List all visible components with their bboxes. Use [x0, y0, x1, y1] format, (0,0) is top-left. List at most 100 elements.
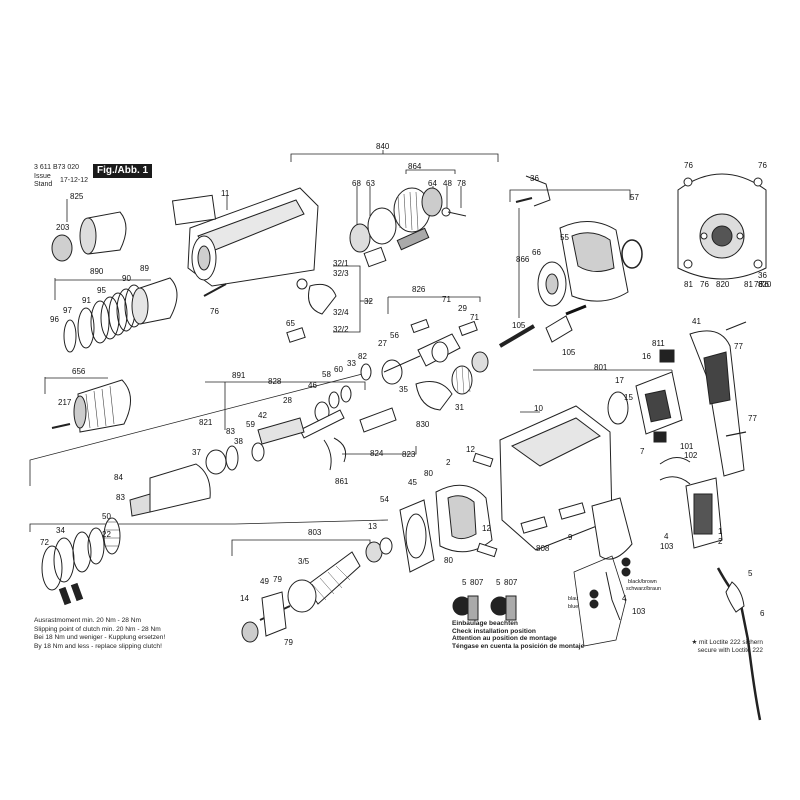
install-note-fr: Attention au position de montage — [452, 635, 557, 643]
part-number: 89 — [140, 264, 149, 273]
part-number: 33 — [347, 359, 356, 368]
issue-date: 17-12-12 — [60, 177, 89, 184]
part-number: 56 — [390, 331, 399, 340]
part-number: 7 — [640, 447, 645, 456]
part-number: 55 — [560, 233, 569, 242]
clutch-note-en: Slipping point of clutch min. 20 Nm - 28… — [34, 625, 161, 633]
part-number: 2 — [718, 537, 723, 546]
install-label-5a: 5 — [462, 578, 467, 587]
part-number: 90 — [122, 274, 131, 283]
part-number: 76 — [684, 161, 693, 170]
part-number: 66 — [532, 248, 541, 257]
part-number: 13 — [368, 522, 377, 531]
install-note-es: Téngase en cuenta la posición de montaje — [452, 642, 585, 650]
part-number: 63 — [366, 179, 375, 188]
part-number: 45 — [408, 478, 417, 487]
star-icon: ★ — [691, 639, 698, 646]
wire-part-4: 4 — [622, 594, 627, 603]
issue-label: Issue — [34, 173, 51, 180]
part-number: 71 — [470, 313, 479, 322]
part-number: 866 — [516, 255, 530, 264]
part-number: 65 — [286, 319, 295, 328]
part-number: 71 — [442, 295, 451, 304]
document-number: 3 611 B73 020 — [34, 164, 80, 171]
part-number: 97 — [63, 306, 72, 315]
part-number: 76 — [758, 161, 767, 170]
part-number: 84 — [114, 473, 123, 482]
part-number: 830 — [416, 420, 430, 429]
part-number: 79 — [284, 638, 293, 647]
part-number: 58 — [322, 370, 331, 379]
part-number: 891 — [232, 371, 246, 380]
loctite-note: ★ mit Loctite 222 sichern secure with Lo… — [645, 639, 763, 655]
loctite-note-en: secure with Loctite 222 — [697, 647, 763, 654]
installation-notes: Einbaulage beachten Check installation p… — [452, 620, 584, 650]
part-number: 46 — [308, 381, 317, 390]
wire-label-black-brown: black/brown — [628, 579, 657, 585]
wire-label-blue: blue — [568, 604, 578, 610]
part-number: 801 — [594, 363, 608, 372]
part-number: 83 — [116, 493, 125, 502]
part-number: 59 — [246, 420, 255, 429]
part-number: 27 — [378, 339, 387, 348]
part-number: 11 — [221, 189, 230, 198]
part-number: 54 — [380, 495, 389, 504]
part-number: 72 — [40, 538, 49, 547]
part-number: 5 — [748, 569, 753, 578]
part-number: 14 — [240, 594, 249, 603]
replace-note-en: By 18 Nm and less - replace slipping clu… — [34, 642, 162, 650]
part-number: 840 — [376, 142, 390, 151]
part-number: 82 — [358, 352, 367, 361]
part-number: 820 — [758, 280, 772, 289]
part-number: 3/5 — [298, 557, 310, 566]
part-number: 102 — [684, 451, 698, 460]
part-number: 22 — [102, 530, 111, 539]
part-number: 79 — [273, 575, 282, 584]
part-number: 820 — [716, 280, 730, 289]
part-number: 10 — [534, 404, 543, 413]
clutch-note-de: Ausrastmoment min. 20 Nm - 28 Nm — [34, 617, 141, 624]
parts — [41, 173, 767, 721]
part-number: 15 — [624, 393, 633, 402]
install-label-5b: 5 — [496, 578, 501, 587]
part-number: 28 — [283, 396, 292, 405]
part-number: 77 — [748, 414, 757, 423]
part-number: 76 — [210, 307, 219, 316]
part-number: 890 — [90, 267, 104, 276]
part-number: 80 — [424, 469, 433, 478]
part-number: 861 — [335, 477, 349, 486]
part-number: 1 — [718, 527, 723, 536]
part-number: 825 — [70, 192, 84, 201]
replace-note-de: Bei 18 Nm und weniger - Kupplung ersetze… — [34, 634, 166, 642]
part-number: 37 — [192, 448, 201, 457]
part-number: 656 — [72, 367, 86, 376]
part-number: 50 — [102, 512, 111, 521]
part-number: 6 — [760, 609, 765, 618]
part-number: 76 — [754, 280, 763, 289]
part-number: 31 — [455, 403, 464, 412]
part-number: 76 — [700, 280, 709, 289]
part-number: 105 — [512, 321, 526, 330]
part-number: 828 — [268, 377, 282, 386]
part-number: 83 — [226, 427, 235, 436]
part-number: 32/4 — [333, 308, 349, 317]
part-number: 68 — [352, 179, 361, 188]
clutch-notes: Ausrastmoment min. 20 Nm - 28 Nm Slippin… — [34, 617, 165, 651]
part-number: 217 — [58, 398, 72, 407]
part-number: 9 — [568, 533, 573, 542]
part-number: 16 — [642, 352, 651, 361]
part-number: 17 — [615, 376, 624, 385]
part-number: 80 — [444, 556, 453, 565]
figure-label: Fig./Abb. 1 — [93, 164, 153, 178]
part-number: 91 — [82, 296, 91, 305]
part-number: 36 — [530, 174, 539, 183]
part-number: 12 — [466, 445, 475, 454]
part-number: 32/2 — [333, 325, 349, 334]
install-label-807a: 807 — [470, 578, 484, 587]
part-number: 49 — [260, 577, 269, 586]
part-number: 32/3 — [333, 269, 349, 278]
part-number: 60 — [334, 365, 343, 374]
part-number: 42 — [258, 411, 267, 420]
